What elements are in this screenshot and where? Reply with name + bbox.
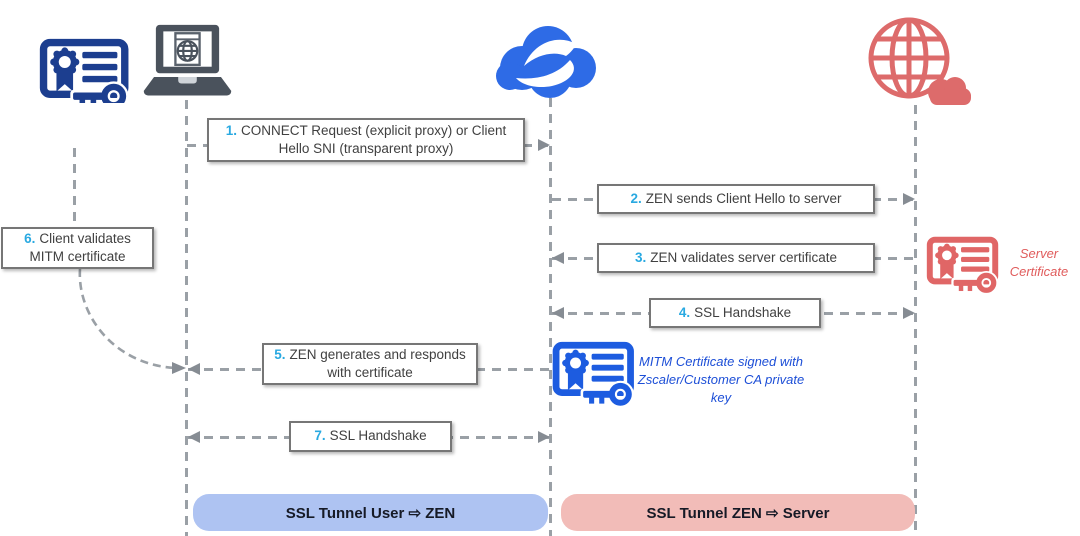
msg7-arrowhead-left bbox=[188, 431, 200, 443]
mitm-certificate-label: MITM Certificate signed with Zscaler/Cus… bbox=[637, 353, 805, 406]
mitm-certificate-icon bbox=[552, 341, 638, 407]
client-lifeline bbox=[185, 100, 188, 536]
zen-lifeline bbox=[549, 98, 552, 536]
msg3-box: 3.ZEN validates server certificate bbox=[597, 243, 875, 273]
msg6-curve-arrow bbox=[78, 268, 186, 374]
blank-label-box bbox=[10, 103, 140, 150]
msg6-number: 6. bbox=[24, 230, 36, 246]
msg4-text: SSL Handshake bbox=[694, 304, 792, 320]
msg2-box: 2.ZEN sends Client Hello to server bbox=[597, 184, 875, 214]
msg4-number: 4. bbox=[678, 304, 691, 320]
msg1-box: 1.CONNECT Request (explicit proxy) or Cl… bbox=[207, 118, 525, 162]
server-certificate-label: Server Certificate bbox=[1009, 245, 1069, 279]
msg7-text: SSL Handshake bbox=[329, 428, 427, 444]
server-certificate-icon bbox=[926, 236, 1002, 294]
ssl-tunnel-user-zen: SSL Tunnel User ⇨ ZEN bbox=[193, 494, 548, 531]
msg5-arrowhead-left bbox=[188, 363, 200, 375]
msg3-number: 3. bbox=[634, 249, 647, 265]
msg5-box: 5.ZEN generates and responds with certif… bbox=[262, 343, 478, 385]
msg7-arrowhead-right bbox=[538, 431, 550, 443]
zscaler-cloud-logo bbox=[496, 26, 596, 98]
msg4-arrowhead-left bbox=[552, 307, 564, 319]
ssl-tunnel-zen-server: SSL Tunnel ZEN ⇨ Server bbox=[561, 494, 915, 531]
msg4-box: 4.SSL Handshake bbox=[649, 298, 821, 328]
mitm-cert-panel bbox=[631, 346, 811, 414]
msg2-arrowhead-right bbox=[903, 193, 915, 205]
internet-globe-cloud-icon bbox=[868, 17, 971, 105]
client-laptop-icon bbox=[143, 24, 232, 96]
ca-certificate-key-icon bbox=[36, 38, 136, 110]
msg7-box: 7.SSL Handshake bbox=[289, 421, 452, 452]
msg4-arrowhead-right bbox=[903, 307, 915, 319]
msg7-number: 7. bbox=[314, 428, 326, 444]
msg6-box: 6.Client validates MITM certificate bbox=[1, 227, 154, 269]
msg6-text: Client validates MITM certificate bbox=[29, 230, 131, 264]
msg5-number: 5. bbox=[274, 346, 286, 362]
msg2-text: ZEN sends Client Hello to server bbox=[645, 190, 842, 206]
msg1-text: CONNECT Request (explicit proxy) or Clie… bbox=[240, 122, 507, 156]
msg1-number: 1. bbox=[225, 122, 237, 138]
ca-lifeline bbox=[73, 148, 76, 228]
msg2-number: 2. bbox=[630, 190, 642, 206]
msg1-arrowhead-right bbox=[538, 139, 550, 151]
server-lifeline bbox=[914, 105, 917, 536]
msg3-text: ZEN validates server certificate bbox=[650, 249, 838, 265]
msg3-arrowhead-left bbox=[552, 252, 564, 264]
msg5-text: ZEN generates and responds with certific… bbox=[289, 346, 466, 380]
